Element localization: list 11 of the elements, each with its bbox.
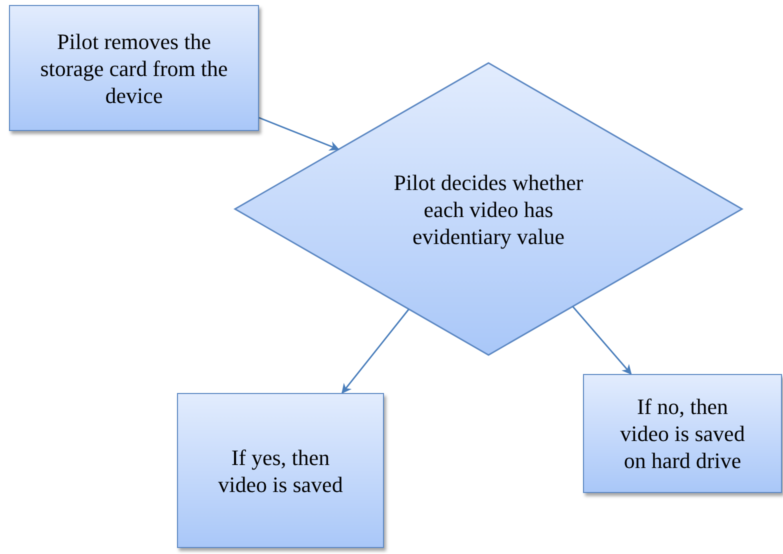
node-text: Pilot decides whether each video has evidentiary value	[392, 168, 584, 250]
process-box	[9, 5, 259, 131]
node-text: Pilot removes the storage card from the device	[39, 28, 229, 108]
arrow	[572, 306, 632, 375]
arrow	[342, 308, 410, 394]
node-text: If yes, then video is saved	[217, 444, 344, 498]
decision-diamond	[234, 62, 744, 356]
node-text: If no, then video is saved on hard drive	[619, 393, 746, 474]
arrow	[258, 117, 340, 151]
process-box	[583, 374, 782, 493]
process-box	[177, 393, 384, 548]
